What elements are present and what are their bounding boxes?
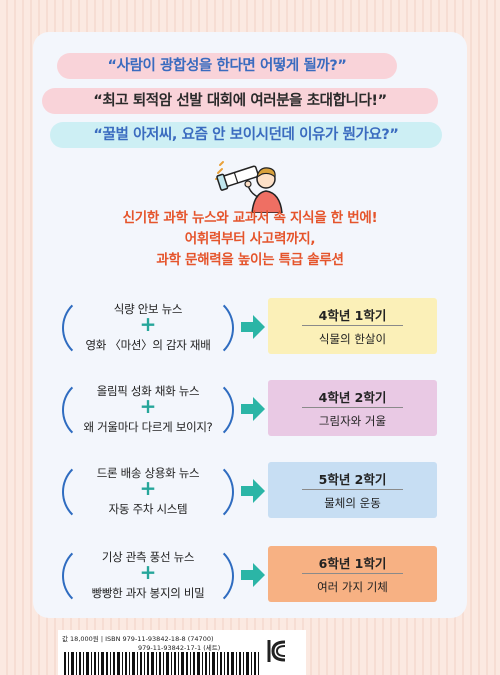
- plus-icon: +: [139, 394, 157, 418]
- arrow-right-icon: [241, 315, 265, 339]
- news-topic-group: 드론 배송 상용화 뉴스 + 자동 주차 시스템: [62, 459, 234, 525]
- tagline-line-1: 신기한 과학 뉴스와 교과서 속 지식을 한 번에!: [122, 210, 378, 226]
- quote-banner-2: “최고 퇴적암 선발 대회에 여러분을 초대합니다!”: [42, 88, 438, 114]
- news-topic-group: 식량 안보 뉴스 + 영화 〈마션〉의 감자 재배: [62, 295, 234, 361]
- arrow-right-icon: [241, 479, 265, 503]
- news-topic-group: 올림픽 성화 채화 뉴스 + 왜 거울마다 다르게 보이지?: [62, 377, 234, 443]
- divider: [302, 325, 403, 326]
- quote-banner-1: “사람이 광합성을 한다면 어떻게 될까?”: [57, 53, 397, 79]
- news-topic-1: 식량 안보 뉴스: [113, 302, 183, 316]
- unit-label: 물체의 운동: [324, 496, 381, 510]
- news-topic-1: 올림픽 성화 채화 뉴스: [96, 384, 200, 398]
- arrow-right-icon: [241, 563, 265, 587]
- news-topic-group: 기상 관측 풍선 뉴스 + 빵빵한 과자 봉지의 비밀: [62, 543, 234, 609]
- grade-label: 4학년 1학기: [318, 308, 387, 323]
- news-topic-2: 자동 주차 시스템: [108, 502, 188, 516]
- plus-icon: +: [139, 312, 157, 336]
- price-label: 값 18,000원: [62, 635, 99, 643]
- tagline-line-3: 과학 문해력을 높이는 특급 솔루션: [156, 252, 344, 268]
- curriculum-box: 4학년 1학기 식물의 한살이: [268, 298, 437, 354]
- kc-panel: [262, 632, 292, 670]
- grade-label: 4학년 2학기: [318, 390, 387, 405]
- news-topic-1: 드론 배송 상용화 뉴스: [96, 466, 200, 480]
- plus-icon: +: [139, 560, 157, 584]
- isbn-set: 979-11-93842-17-1 (세트): [138, 644, 221, 652]
- barcode-graphic: [64, 652, 259, 675]
- news-topic-1: 기상 관측 풍선 뉴스: [101, 550, 195, 564]
- divider: [302, 489, 403, 490]
- tagline-line-2: 어휘력부터 사고력까지,: [184, 231, 316, 247]
- news-topic-2: 영화 〈마션〉의 감자 재배: [85, 338, 211, 352]
- curriculum-box: 5학년 2학기 물체의 운동: [268, 462, 437, 518]
- unit-label: 식물의 한살이: [318, 332, 387, 346]
- arrow-right-icon: [241, 397, 265, 421]
- curriculum-box: 6학년 1학기 여러 가지 기체: [268, 546, 437, 602]
- news-topic-2: 왜 거울마다 다르게 보이지?: [83, 420, 213, 434]
- isbn-info: 값 18,000원 | ISBN 979-11-93842-18-8 (7470…: [62, 635, 221, 652]
- unit-label: 여러 가지 기체: [317, 580, 388, 594]
- plus-icon: +: [139, 476, 157, 500]
- quote-banner-3: “꿀벌 아저씨, 요즘 안 보이시던데 이유가 뭔가요?”: [50, 122, 442, 148]
- grade-label: 5학년 2학기: [318, 472, 387, 487]
- grade-label: 6학년 1학기: [318, 556, 387, 571]
- isbn-main: ISBN 979-11-93842-18-8 (74700): [105, 635, 214, 643]
- unit-label: 그림자와 거울: [318, 414, 387, 428]
- curriculum-box: 4학년 2학기 그림자와 거울: [268, 380, 437, 436]
- scientist-telescope-icon: [215, 161, 283, 213]
- kc-certification-icon: [267, 640, 286, 662]
- divider: [302, 407, 403, 408]
- news-topic-2: 빵빵한 과자 봉지의 비밀: [91, 586, 205, 600]
- divider: [302, 573, 403, 574]
